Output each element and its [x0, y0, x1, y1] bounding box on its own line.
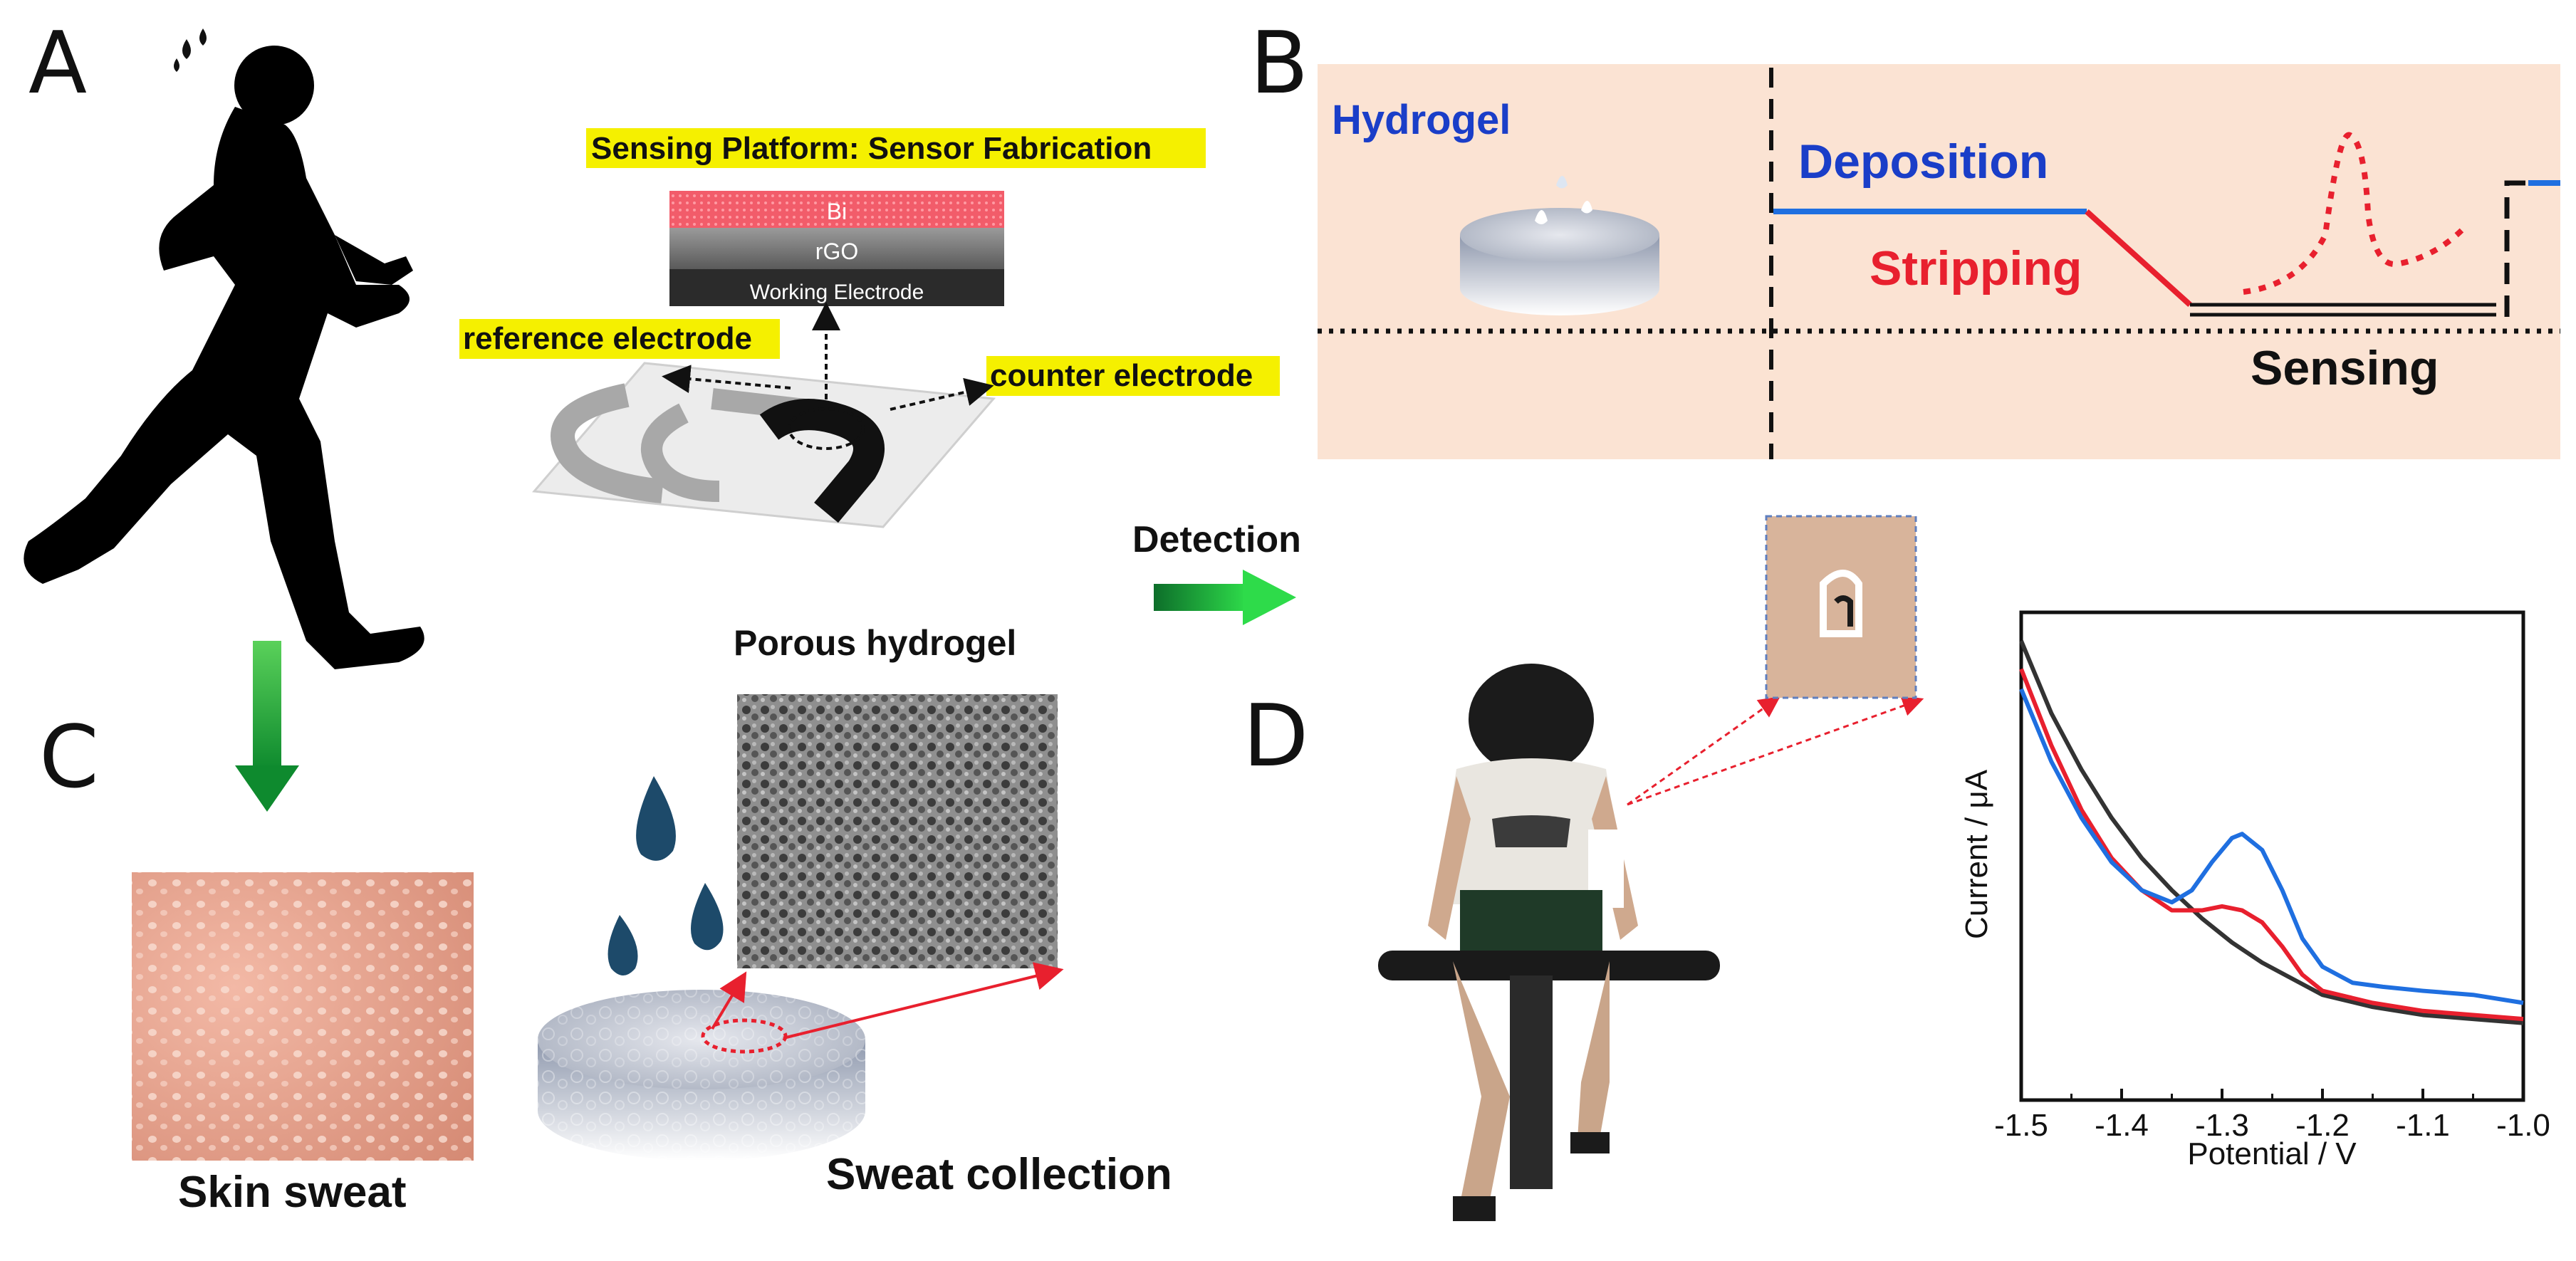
stripping-ramp	[2085, 209, 2192, 307]
x-tick-label: -1.0	[2496, 1108, 2550, 1143]
sensing-label: Sensing	[2251, 341, 2439, 395]
porous-hydrogel-sem-image	[737, 694, 1058, 968]
hydrogel-label: Hydrogel	[1332, 97, 1511, 143]
hydrogel-disc-icon	[1460, 176, 1659, 315]
stripping-label: Stripping	[1870, 241, 2082, 295]
skin-sweat-photo	[132, 872, 474, 1161]
counter-label-highlight	[986, 356, 1280, 396]
panel-label-d: D	[1243, 687, 1308, 786]
chart-x-ticks: -1.5 -1.4 -1.3 -1.2 -1.1 -1.0	[1994, 1089, 2550, 1143]
sweat-collection-caption: Sweat collection	[826, 1150, 1172, 1199]
down-arrow	[235, 641, 299, 812]
series-line-2	[2019, 668, 2524, 1022]
x-tick-label: -1.1	[2396, 1108, 2450, 1143]
chart-series	[2019, 639, 2524, 1025]
sweat-droplets-icon	[608, 776, 724, 975]
voltammetry-chart: -1.5 -1.4 -1.3 -1.2 -1.1 -1.0 Potential / V C…	[1959, 610, 2550, 1171]
deposition-label: Deposition	[1798, 135, 2048, 189]
detection-arrow	[1154, 570, 1296, 625]
x-tick-label: -1.2	[2295, 1108, 2350, 1143]
stripping-peak-dotted	[2243, 132, 2466, 295]
panel-label-c: C	[39, 708, 99, 807]
sensing-baseline	[2190, 303, 2496, 317]
skin-patch-photo	[1765, 515, 1917, 699]
cyclist-photo	[1378, 664, 1720, 1221]
layer-we-label: Working Electrode	[750, 281, 924, 304]
platform-title-highlight	[586, 128, 1206, 168]
panel-label-b: B	[1250, 14, 1308, 113]
detection-label: Detection	[1132, 519, 1301, 560]
platform-title: Sensing Platform: Sensor Fabrication	[591, 131, 1152, 166]
series-line-3	[2019, 688, 2524, 1005]
sweat-drops-icon	[174, 28, 207, 72]
chart-frame	[2019, 610, 2525, 1102]
layer-stack: Bi rGO Working Electrode	[669, 191, 1004, 306]
x-tick-label: -1.5	[1994, 1108, 2048, 1143]
sensor-chip-diagram	[531, 302, 996, 528]
chart-x-label: Potential / V	[2187, 1136, 2357, 1171]
reference-electrode-label: reference electrode	[463, 321, 752, 356]
porous-hydrogel-title: Porous hydrogel	[734, 623, 1016, 663]
layer-rgo-label: rGO	[815, 239, 858, 264]
runner-silhouette	[24, 46, 424, 669]
layer-bi-label: Bi	[827, 199, 847, 224]
patch-callout-lines	[1627, 695, 1924, 806]
chart-y-label: Current / μA	[1959, 769, 1994, 939]
x-tick-label: -1.3	[2195, 1108, 2249, 1143]
series-line-1	[2019, 639, 2524, 1025]
counter-electrode-label: counter electrode	[990, 358, 1253, 393]
panel-label-a: A	[28, 14, 87, 113]
reference-label-highlight	[459, 319, 780, 359]
x-tick-label: -1.4	[2095, 1108, 2149, 1143]
hydrogel-disc	[538, 962, 1064, 1161]
skin-sweat-caption: Skin sweat	[178, 1168, 406, 1217]
